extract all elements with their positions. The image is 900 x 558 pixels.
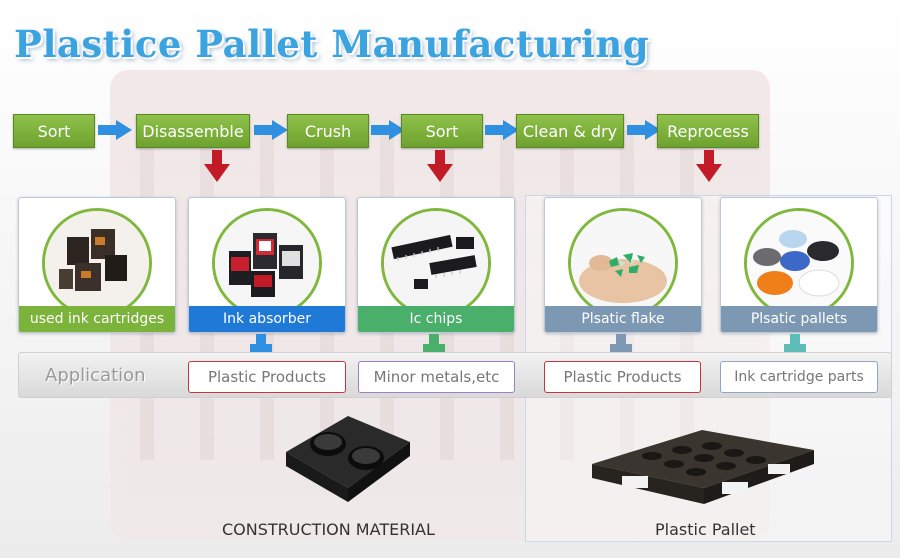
plastic-pellets-photo [744,208,854,318]
step-sort-2: Sort [401,114,483,148]
ic-chips-photo [381,208,491,318]
right-arrow-icon [485,120,519,140]
step-reprocess: Reprocess [657,114,759,148]
right-arrow-icon [254,120,288,140]
down-arrow-icon [204,150,230,182]
down-arrow-icon [696,150,722,182]
plastic-pallet-image [582,420,822,520]
application-output-plastic-products-2: Plastic Products [544,361,701,393]
card-ic-chips: Ic chips [357,197,515,333]
card-label: Plsatic pallets [721,306,877,332]
application-label: Application [45,365,146,386]
application-output-plastic-products: Plastic Products [188,361,346,393]
application-output-minor-metals: Minor metals,etc [358,361,515,393]
card-used-ink-cartridges: used ink cartridges [18,197,176,333]
plastic-pallet-caption: Plastic Pallet [655,520,756,539]
step-clean-dry: Clean & dry [516,114,624,148]
card-label: used ink cartridges [19,306,175,332]
application-output-ink-cartridge-parts: Ink cartridge parts [720,361,878,393]
step-disassemble: Disassemble [136,114,250,148]
card-label: Ink absorber [189,306,345,332]
ink-cartridges-photo [42,208,152,318]
construction-material-image [282,408,414,508]
step-sort-1: Sort [13,114,95,148]
construction-material-caption: CONSTRUCTION MATERIAL [222,520,435,539]
step-crush: Crush [287,114,369,148]
right-arrow-icon [98,120,132,140]
card-plastic-flake: Plsatic flake [544,197,702,333]
page-title: Plastice Pallet Manufacturing [14,22,650,66]
ink-absorber-photo [212,208,322,318]
card-plastic-pellets: Plsatic pallets [720,197,878,333]
card-ink-absorber: Ink absorber [188,197,346,333]
card-label: Plsatic flake [545,306,701,332]
down-arrow-icon [427,150,453,182]
card-label: Ic chips [358,306,514,332]
plastic-flake-photo [568,208,678,318]
